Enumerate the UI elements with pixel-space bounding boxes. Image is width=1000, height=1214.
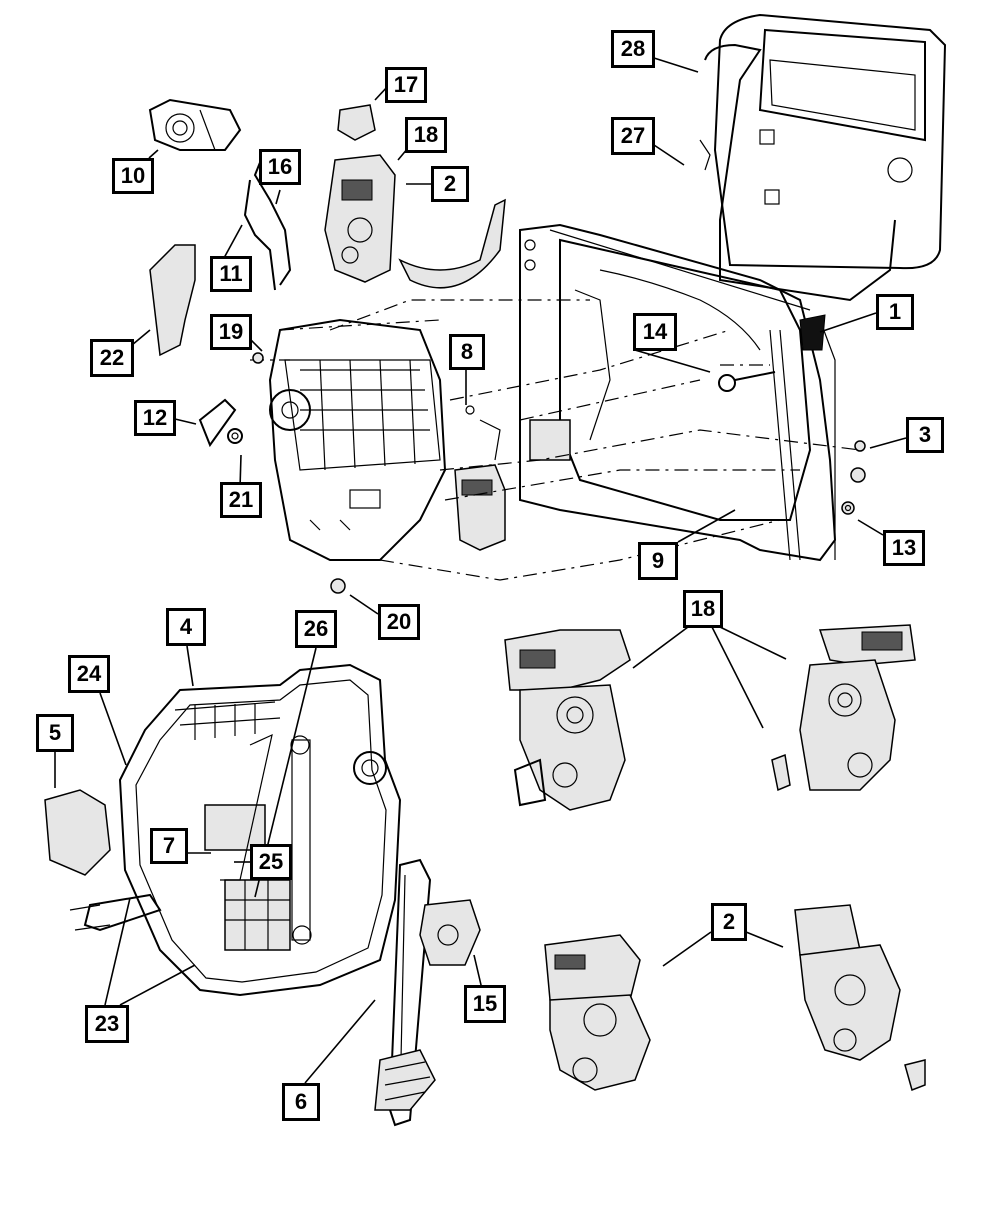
callout-2-top: 2 <box>431 166 469 202</box>
callout-18-top: 18 <box>405 117 447 153</box>
callout-28: 28 <box>611 30 655 68</box>
callout-18-lower: 18 <box>683 590 723 628</box>
exploded-lines <box>250 299 861 581</box>
callout-2-lower: 2 <box>711 903 747 941</box>
callout-12: 12 <box>134 400 176 436</box>
callout-10: 10 <box>112 158 154 194</box>
door-frame-seal <box>699 13 947 302</box>
callout-25: 25 <box>250 844 292 880</box>
latch-assembly-left-18 <box>504 629 631 811</box>
carrier-plate <box>268 318 447 561</box>
callout-19: 19 <box>210 314 252 350</box>
callout-17: 17 <box>385 67 427 103</box>
lock-cylinder <box>337 104 376 141</box>
callout-24: 24 <box>68 655 110 693</box>
callout-13: 13 <box>883 530 925 566</box>
latch-top <box>324 154 396 283</box>
bolt-14 <box>718 371 776 392</box>
callout-22: 22 <box>90 339 134 377</box>
callout-21: 21 <box>220 482 262 518</box>
callout-20: 20 <box>378 604 420 640</box>
door-shell <box>519 223 837 562</box>
callout-6: 6 <box>282 1083 320 1121</box>
regulator-parts <box>198 398 243 448</box>
callout-23: 23 <box>85 1005 129 1043</box>
callout-1: 1 <box>876 294 914 330</box>
outside-handle <box>148 98 242 151</box>
callout-15: 15 <box>464 985 506 1023</box>
mirror-bracket <box>149 244 196 357</box>
latch-center <box>454 405 506 551</box>
fasteners <box>252 352 866 594</box>
callout-14: 14 <box>633 313 677 351</box>
callout-5: 5 <box>36 714 74 752</box>
callout-7: 7 <box>150 828 188 864</box>
callout-26: 26 <box>295 610 337 648</box>
window-regulator <box>374 858 481 1127</box>
callout-16: 16 <box>259 149 301 185</box>
door-bumper <box>799 314 826 351</box>
trim-piece <box>398 198 506 289</box>
inside-handle <box>44 789 162 932</box>
callout-9: 9 <box>638 542 678 580</box>
latch-assembly-right-2 <box>794 904 926 1091</box>
callout-11: 11 <box>210 256 252 292</box>
latch-assembly-right-18 <box>771 624 916 792</box>
callout-3: 3 <box>906 417 944 453</box>
callout-4: 4 <box>166 608 206 646</box>
inner-door-panel <box>118 663 402 997</box>
callout-27: 27 <box>611 117 655 155</box>
callout-8: 8 <box>449 334 485 370</box>
latch-assembly-left-2 <box>544 934 651 1091</box>
rods <box>243 149 292 291</box>
